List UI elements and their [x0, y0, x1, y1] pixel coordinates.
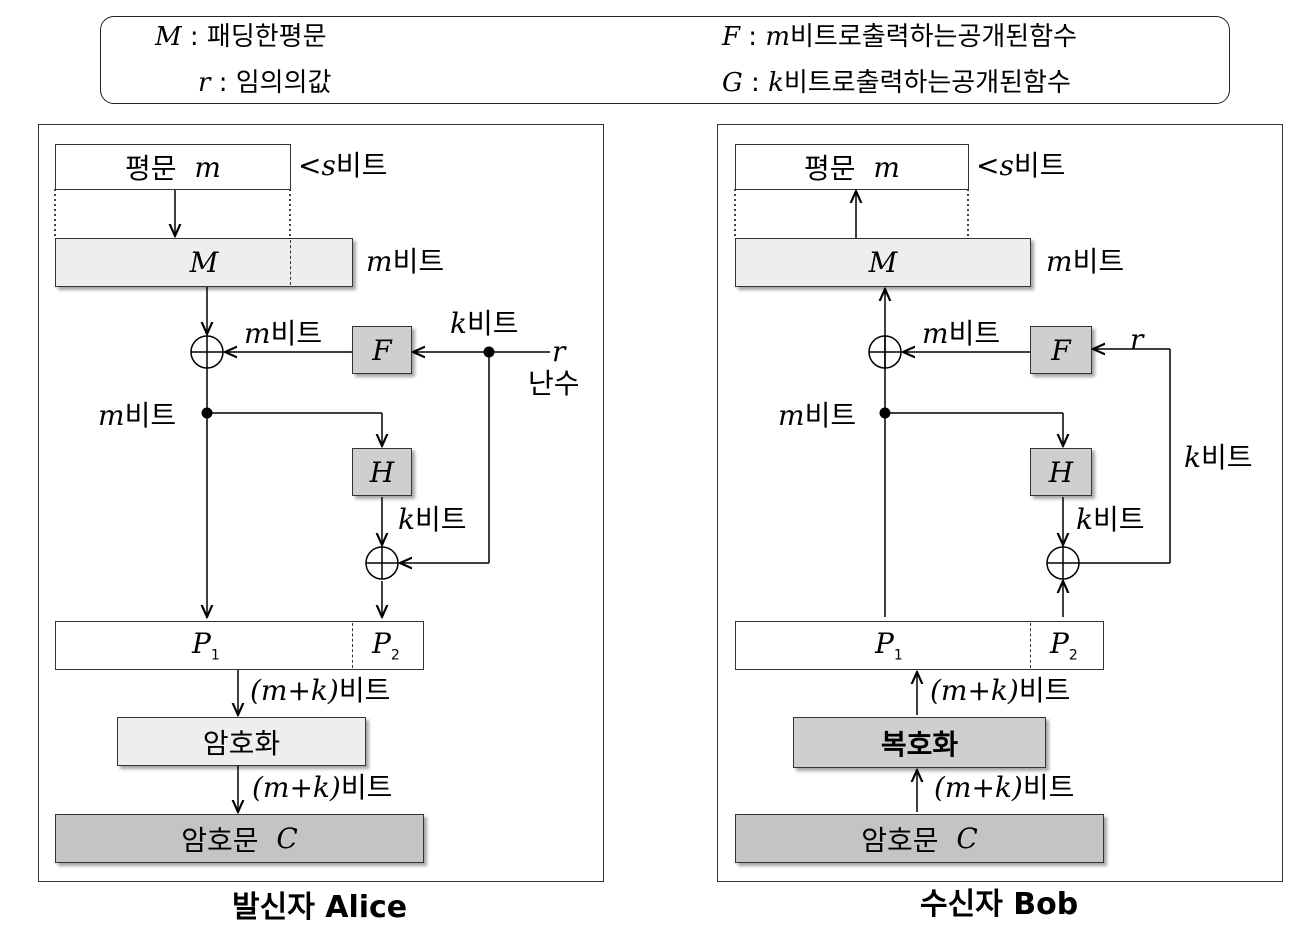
alice-r-label: r	[552, 335, 566, 368]
bob-f-out-label: m비트	[922, 317, 1001, 350]
alice-m-bits-left-label: m비트	[98, 399, 177, 432]
bob-m-bits-left-label: m비트	[778, 399, 857, 432]
legend-r: r : 임의의값	[198, 68, 332, 98]
legend-f: F : m비트로출력하는공개된함수	[722, 22, 1078, 52]
bob-panel	[717, 124, 1283, 882]
legend-g: G : k비트로출력하는공개된함수	[722, 68, 1071, 98]
alice-p1-label: P1	[192, 627, 220, 664]
bob-h-out-label: k비트	[1076, 503, 1145, 536]
bob-mk-label-2: (m+k)비트	[934, 771, 1075, 804]
alice-mk-label-1: (m+k)비트	[250, 674, 391, 707]
alice-encrypt-box: 암호화	[117, 717, 366, 766]
alice-p2-label: P2	[372, 627, 400, 664]
alice-m-bits-label: m비트	[366, 245, 445, 278]
bob-p2-label: P2	[1050, 627, 1078, 664]
alice-k-bits-label: k비트	[450, 307, 519, 340]
alice-plaintext-box: 평문 m	[55, 144, 291, 190]
alice-padding-divider	[290, 240, 291, 285]
bob-m-bits-label: m비트	[1046, 245, 1125, 278]
bob-padded-box: M	[735, 238, 1031, 287]
alice-p-divider	[352, 623, 353, 668]
bob-f-box: F	[1030, 326, 1092, 374]
bob-k-bits-label: k비트	[1184, 441, 1253, 474]
alice-h-box: H	[352, 448, 412, 496]
bob-p-box	[735, 621, 1104, 670]
bob-mk-label-1: (m+k)비트	[930, 674, 1071, 707]
bob-h-box: H	[1030, 448, 1092, 496]
alice-h-out-label: k비트	[398, 503, 467, 536]
legend-m: M : 패딩한평문	[155, 22, 327, 52]
bob-caption: 수신자 Bob	[920, 887, 1079, 922]
alice-random-label: 난수	[528, 367, 580, 400]
bob-p1-label: P1	[875, 627, 903, 664]
bob-p-divider	[1030, 623, 1031, 668]
alice-panel	[38, 124, 604, 882]
bob-ciphertext-box: 암호문 C	[735, 814, 1104, 863]
legend-box	[100, 16, 1230, 104]
bob-r-label: r	[1130, 323, 1144, 356]
alice-f-out-label: m비트	[244, 317, 323, 350]
bob-plaintext-box: 평문 m	[735, 144, 969, 190]
bob-decrypt-box: 복호화	[793, 717, 1046, 768]
alice-p-box	[55, 621, 424, 670]
alice-f-box: F	[352, 326, 412, 374]
alice-size-label: <s비트	[298, 149, 388, 182]
alice-mk-label-2: (m+k)비트	[252, 771, 393, 804]
bob-size-label: <s비트	[976, 149, 1066, 182]
alice-padded-box: M	[55, 238, 353, 287]
alice-ciphertext-box: 암호문 C	[55, 814, 424, 863]
alice-caption: 발신자 Alice	[232, 890, 408, 925]
